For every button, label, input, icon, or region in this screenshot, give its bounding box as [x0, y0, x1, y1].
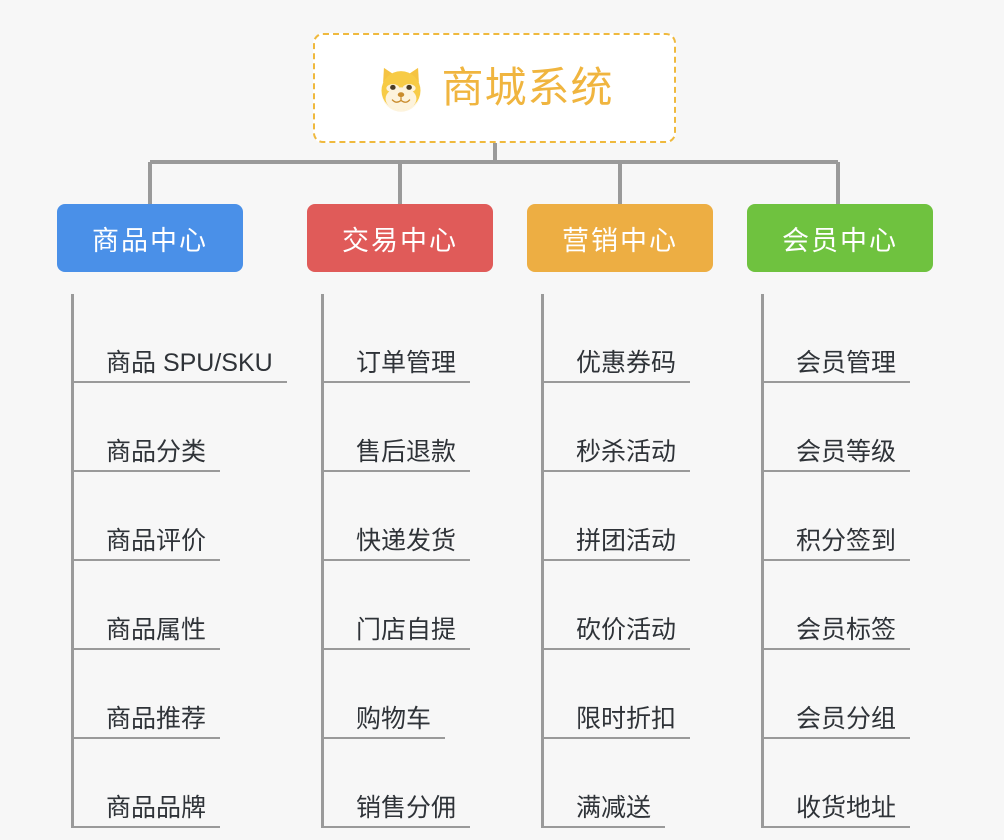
leaf-label: 会员分组: [796, 704, 897, 733]
leaf-underline: [764, 381, 910, 383]
leaf-label: 会员管理: [796, 348, 897, 377]
leaf-item[interactable]: 门店自提: [324, 561, 493, 650]
leaf-label: 满减送: [576, 793, 652, 822]
leaf-underline: [764, 559, 910, 561]
leaf-list-product: 商品 SPU/SKU 商品分类 商品评价 商品属性 商品推荐 商品品牌: [71, 294, 287, 828]
leaf-item[interactable]: 优惠券码: [544, 294, 713, 383]
leaf-item[interactable]: 购物车: [324, 650, 493, 739]
branch-header-product[interactable]: 商品中心: [57, 204, 243, 272]
leaf-underline: [764, 826, 910, 828]
leaf-underline: [544, 648, 690, 650]
leaf-label: 商品属性: [106, 615, 207, 644]
branch-header-label: 会员中心: [782, 225, 898, 256]
leaf-item[interactable]: 快递发货: [324, 472, 493, 561]
shiba-dog-face-icon: [381, 67, 421, 112]
leaf-list-marketing: 优惠券码 秒杀活动 拼团活动 砍价活动 限时折扣 满减送: [541, 294, 713, 828]
leaf-item[interactable]: 秒杀活动: [544, 383, 713, 472]
root-title: 商城系统: [441, 64, 614, 111]
leaf-item[interactable]: 会员分组: [764, 650, 933, 739]
root-node[interactable]: 商城系统: [313, 33, 676, 143]
leaf-label: 限时折扣: [576, 704, 677, 733]
leaf-underline: [74, 470, 220, 472]
leaf-item[interactable]: 满减送: [544, 739, 713, 828]
leaf-item[interactable]: 会员管理: [764, 294, 933, 383]
leaf-label: 会员等级: [796, 437, 897, 466]
branch-header-member[interactable]: 会员中心: [747, 204, 933, 272]
leaf-item[interactable]: 积分签到: [764, 472, 933, 561]
leaf-item[interactable]: 商品 SPU/SKU: [74, 294, 287, 383]
leaf-underline: [324, 470, 470, 472]
leaf-underline: [324, 381, 470, 383]
leaf-item[interactable]: 商品品牌: [74, 739, 243, 828]
leaf-underline: [74, 826, 220, 828]
leaf-label: 售后退款: [356, 437, 457, 466]
branch-column-member: 会员中心 会员管理 会员等级 积分签到 会员标签 会员分组: [747, 204, 933, 828]
branch-header-label: 交易中心: [342, 225, 458, 256]
branch-column-trade: 交易中心 订单管理 售后退款 快递发货 门店自提 购物车: [307, 204, 493, 828]
leaf-label: 快递发货: [356, 526, 457, 555]
leaf-label: 商品评价: [106, 526, 207, 555]
leaf-label: 门店自提: [356, 615, 457, 644]
leaf-label: 商品品牌: [106, 793, 207, 822]
leaf-underline: [74, 737, 220, 739]
leaf-label: 商品推荐: [106, 704, 207, 733]
leaf-item[interactable]: 会员等级: [764, 383, 933, 472]
leaf-item[interactable]: 商品分类: [74, 383, 243, 472]
leaf-underline: [764, 737, 910, 739]
branch-header-trade[interactable]: 交易中心: [307, 204, 493, 272]
leaf-underline: [324, 826, 470, 828]
leaf-label: 秒杀活动: [576, 437, 677, 466]
leaf-item[interactable]: 限时折扣: [544, 650, 713, 739]
leaf-underline: [324, 648, 470, 650]
leaf-underline: [324, 559, 470, 561]
branch-column-marketing: 营销中心 优惠券码 秒杀活动 拼团活动 砍价活动 限时折扣: [527, 204, 713, 828]
leaf-underline: [544, 826, 665, 828]
leaf-label: 会员标签: [796, 615, 897, 644]
leaf-underline: [74, 381, 287, 383]
branch-column-product: 商品中心 商品 SPU/SKU 商品分类 商品评价 商品属性 商品推荐: [57, 204, 287, 828]
leaf-underline: [74, 648, 220, 650]
leaf-underline: [764, 648, 910, 650]
leaf-item[interactable]: 商品评价: [74, 472, 243, 561]
leaf-item[interactable]: 拼团活动: [544, 472, 713, 561]
leaf-list-trade: 订单管理 售后退款 快递发货 门店自提 购物车 销售分佣: [321, 294, 493, 828]
leaf-item[interactable]: 商品推荐: [74, 650, 243, 739]
leaf-item[interactable]: 售后退款: [324, 383, 493, 472]
leaf-list-member: 会员管理 会员等级 积分签到 会员标签 会员分组 收货地址: [761, 294, 933, 828]
leaf-label: 商品分类: [106, 437, 207, 466]
leaf-underline: [544, 470, 690, 472]
leaf-item[interactable]: 销售分佣: [324, 739, 493, 828]
leaf-underline: [544, 559, 690, 561]
branch-header-label: 营销中心: [562, 225, 678, 256]
leaf-item[interactable]: 订单管理: [324, 294, 493, 383]
leaf-item[interactable]: 商品属性: [74, 561, 243, 650]
leaf-underline: [544, 737, 690, 739]
leaf-label: 收货地址: [796, 793, 897, 822]
leaf-underline: [544, 381, 690, 383]
leaf-underline: [74, 559, 220, 561]
leaf-label: 优惠券码: [576, 348, 677, 377]
branch-header-marketing[interactable]: 营销中心: [527, 204, 713, 272]
leaf-label: 拼团活动: [576, 526, 677, 555]
leaf-item[interactable]: 收货地址: [764, 739, 933, 828]
leaf-underline: [764, 470, 910, 472]
leaf-label: 积分签到: [796, 526, 897, 555]
leaf-underline: [324, 737, 445, 739]
leaf-label: 销售分佣: [356, 793, 457, 822]
leaf-label: 订单管理: [356, 348, 457, 377]
branch-header-label: 商品中心: [92, 225, 208, 256]
leaf-item[interactable]: 会员标签: [764, 561, 933, 650]
leaf-label: 砍价活动: [576, 615, 677, 644]
leaf-item[interactable]: 砍价活动: [544, 561, 713, 650]
leaf-label: 购物车: [356, 704, 432, 733]
leaf-label: 商品 SPU/SKU: [106, 348, 273, 377]
